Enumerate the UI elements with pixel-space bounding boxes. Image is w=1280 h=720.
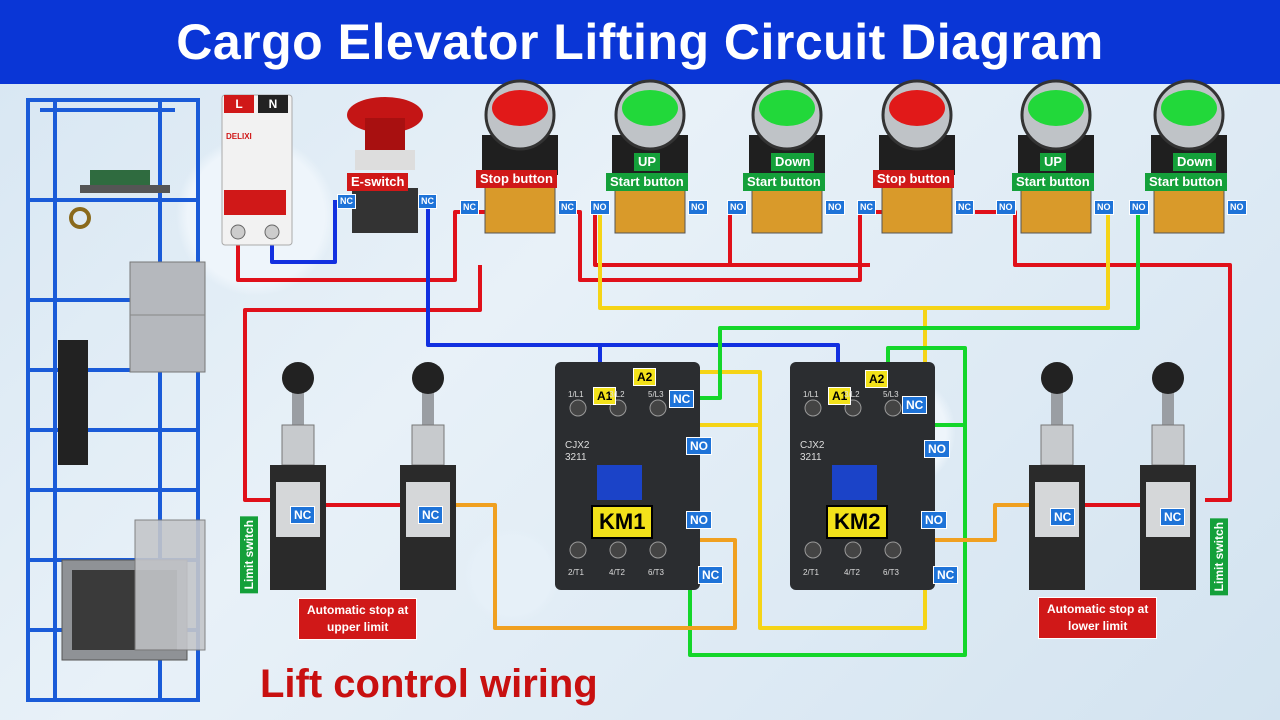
km2-model: CJX2 bbox=[800, 440, 825, 451]
km1-label: KM1 bbox=[591, 505, 654, 539]
button-2-contact-left: NO bbox=[590, 200, 610, 215]
button-2-contact-right: NO bbox=[688, 200, 708, 215]
km1-t1: 1/L1 bbox=[568, 390, 584, 399]
upper-landing-door bbox=[129, 261, 206, 373]
limit-switch-4 bbox=[1140, 362, 1196, 590]
km2-label: KM2 bbox=[826, 505, 889, 539]
push-button-1 bbox=[482, 79, 558, 234]
estop-nc-left: NC bbox=[337, 194, 356, 209]
ls3-nc: NC bbox=[1050, 508, 1076, 526]
upper-limit-note: Automatic stop at upper limit bbox=[298, 598, 418, 640]
km2-t1: 1/L1 bbox=[803, 390, 819, 399]
km2-a1: A1 bbox=[828, 387, 852, 405]
km1-nc-top: NC bbox=[669, 390, 695, 408]
km1-a2: A2 bbox=[633, 368, 657, 386]
emergency-stop bbox=[347, 97, 423, 233]
km1-no-bot: NO bbox=[686, 511, 712, 529]
km1-t3: 5/L3 bbox=[648, 390, 664, 399]
breaker-l-label: L bbox=[235, 97, 243, 111]
ls2-nc: NC bbox=[418, 506, 444, 524]
button-3-label: Start button bbox=[743, 173, 825, 191]
limit-switch-2 bbox=[400, 362, 456, 590]
lower-limit-note: Automatic stop at lower limit bbox=[1038, 597, 1158, 639]
km1-model: CJX2 bbox=[565, 440, 590, 451]
counterweight bbox=[58, 340, 88, 465]
circuit-breaker bbox=[221, 94, 293, 246]
km2-a2: A2 bbox=[865, 370, 889, 388]
push-button-2 bbox=[612, 79, 688, 234]
km2-b2: 4/T2 bbox=[844, 568, 861, 577]
limit-switch-label-right: Limit switch bbox=[1210, 518, 1228, 596]
km2-t2: 3/L2 bbox=[844, 390, 860, 399]
button-5-label: Start button bbox=[1012, 173, 1094, 191]
km1-no-top: NO bbox=[686, 437, 712, 455]
button-1-contact-left: NC bbox=[460, 200, 479, 215]
wire-green-1 bbox=[700, 212, 1140, 400]
wire-orange-1 bbox=[455, 503, 737, 630]
button-2-label: Start button bbox=[606, 173, 688, 191]
wire-blue-neutral bbox=[270, 200, 337, 264]
wire-blue-estop bbox=[426, 200, 602, 370]
wire-red-stop2 bbox=[975, 210, 1232, 502]
km2-nc-top: NC bbox=[902, 396, 928, 414]
wire-blue-km2 bbox=[600, 343, 840, 370]
km2-code: 3211 bbox=[800, 452, 822, 463]
limit-switch-1 bbox=[270, 362, 326, 590]
km1-b3: 6/T3 bbox=[648, 568, 665, 577]
button-4-contact-right: NC bbox=[955, 200, 974, 215]
breaker-n-label: N bbox=[268, 97, 278, 111]
button-5-contact-left: NO bbox=[996, 200, 1016, 215]
km1-code: 3211 bbox=[565, 452, 587, 463]
elevator-car bbox=[61, 519, 206, 661]
title-banner: Cargo Elevator Lifting Circuit Diagram bbox=[0, 0, 1280, 84]
km2-t3: 5/L3 bbox=[883, 390, 899, 399]
km2-no-bot: NO bbox=[921, 511, 947, 529]
elevator-shaft bbox=[26, 98, 200, 702]
button-6-direction: Down bbox=[1173, 153, 1217, 171]
button-2-direction: UP bbox=[634, 153, 661, 171]
button-6-contact-right: NO bbox=[1227, 200, 1247, 215]
estop-label: E-switch bbox=[347, 173, 409, 191]
wire-red-mid bbox=[593, 212, 870, 267]
button-4-contact-left: NC bbox=[857, 200, 876, 215]
km2-nc-bot: NC bbox=[933, 566, 959, 584]
button-5-direction: UP bbox=[1040, 153, 1067, 171]
button-3-contact-right: NO bbox=[825, 200, 845, 215]
button-1-contact-right: NC bbox=[558, 200, 577, 215]
estop-nc-right: NC bbox=[418, 194, 437, 209]
km1-a1: A1 bbox=[593, 387, 617, 405]
button-6-contact-left: NO bbox=[1129, 200, 1149, 215]
km1-b2: 4/T2 bbox=[609, 568, 626, 577]
km2-b3: 6/T3 bbox=[883, 568, 900, 577]
pulley bbox=[69, 207, 91, 229]
button-3-direction: Down bbox=[771, 153, 815, 171]
limit-switch-label-left: Limit switch bbox=[240, 516, 258, 594]
wire-red-lower bbox=[243, 265, 482, 502]
km1-b1: 2/T1 bbox=[568, 568, 585, 577]
button-4-label: Stop button bbox=[873, 170, 954, 188]
ls4-nc: NC bbox=[1160, 508, 1186, 526]
wire-orange-2 bbox=[935, 503, 1030, 542]
button-6-label: Start button bbox=[1145, 173, 1227, 191]
breaker-brand: DELIXI bbox=[226, 132, 252, 141]
button-5-contact-right: NO bbox=[1094, 200, 1114, 215]
button-1-label: Stop button bbox=[476, 170, 557, 188]
button-3-contact-left: NO bbox=[727, 200, 747, 215]
footer-caption: Lift control wiring bbox=[260, 662, 598, 706]
elevator-motor bbox=[80, 170, 170, 193]
km2-b1: 2/T1 bbox=[803, 568, 820, 577]
push-button-6 bbox=[1151, 79, 1227, 234]
limit-switch-3 bbox=[1029, 362, 1085, 590]
ls1-nc: NC bbox=[290, 506, 316, 524]
km1-t2: 3/L2 bbox=[609, 390, 625, 399]
push-button-4 bbox=[879, 79, 955, 234]
km2-no-top: NO bbox=[924, 440, 950, 458]
km1-nc-bot: NC bbox=[698, 566, 724, 584]
wire-yellow-1 bbox=[598, 212, 1110, 310]
page-title: Cargo Elevator Lifting Circuit Diagram bbox=[176, 14, 1104, 70]
wire-yellow-2 bbox=[668, 370, 927, 630]
